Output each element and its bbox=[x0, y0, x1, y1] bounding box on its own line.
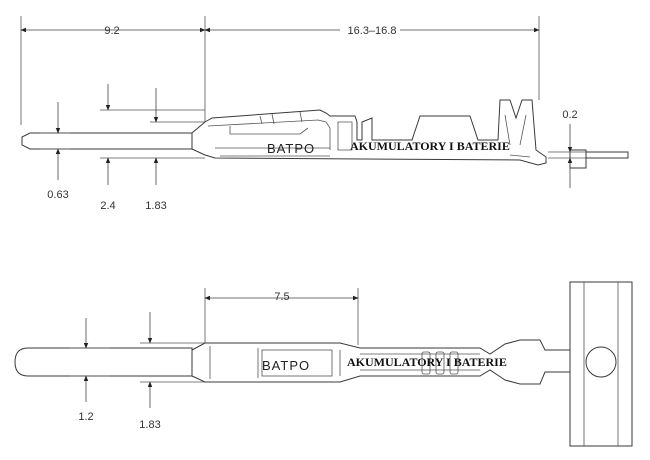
brand-top: BATPO bbox=[267, 141, 315, 156]
dim-tab-thickness: 0.2 bbox=[562, 109, 577, 121]
pin-profile bbox=[21, 132, 206, 150]
body-base-lines bbox=[215, 147, 330, 157]
crimp-wings bbox=[504, 114, 527, 146]
body-window bbox=[337, 121, 353, 151]
plan-slot-3 bbox=[449, 351, 459, 375]
plan-slot-1 bbox=[421, 351, 431, 375]
bottom-view: 7.5 BATPO AKUMULATORY I BATERIE 1.2 1.83 bbox=[14, 281, 633, 447]
carrier-hole bbox=[585, 346, 617, 378]
carrier-edges bbox=[583, 282, 619, 446]
plan-slot-2 bbox=[435, 351, 445, 375]
tab-block bbox=[569, 149, 587, 169]
plan-dividers bbox=[209, 346, 341, 379]
watermark-bottom: AKUMULATORY I BATERIE bbox=[347, 355, 507, 369]
body-latch bbox=[229, 126, 309, 135]
dim-contact-length: 7.5 bbox=[274, 291, 289, 303]
dim-pin-diameter: 0.63 bbox=[47, 189, 68, 201]
dim-body-length: 16.3–16.8 bbox=[348, 25, 397, 37]
body-ribs bbox=[259, 111, 303, 125]
plan-window bbox=[261, 349, 333, 377]
dim-height-a: 2.4 bbox=[100, 200, 115, 212]
crimp-mark bbox=[509, 154, 531, 158]
dim-pin-width: 1.2 bbox=[78, 411, 93, 423]
brand-bottom: BATPO bbox=[262, 358, 310, 373]
dim-height-b: 1.83 bbox=[145, 200, 166, 212]
terminal-body-profile bbox=[191, 99, 547, 166]
body-inner-line bbox=[207, 119, 331, 150]
dim-pin-length: 9.2 bbox=[104, 25, 119, 37]
tab-end bbox=[585, 151, 629, 159]
pin-plan bbox=[14, 347, 193, 377]
dim-label-bg bbox=[340, 22, 400, 36]
watermark-top: AKUMULATORY I BATERIE bbox=[350, 139, 510, 153]
top-view: 9.2 16.3–16.8 BATPO AKUMULATORY I BATERI… bbox=[20, 16, 629, 212]
plan-rails bbox=[360, 353, 480, 371]
dim-body-width: 1.83 bbox=[139, 419, 160, 431]
